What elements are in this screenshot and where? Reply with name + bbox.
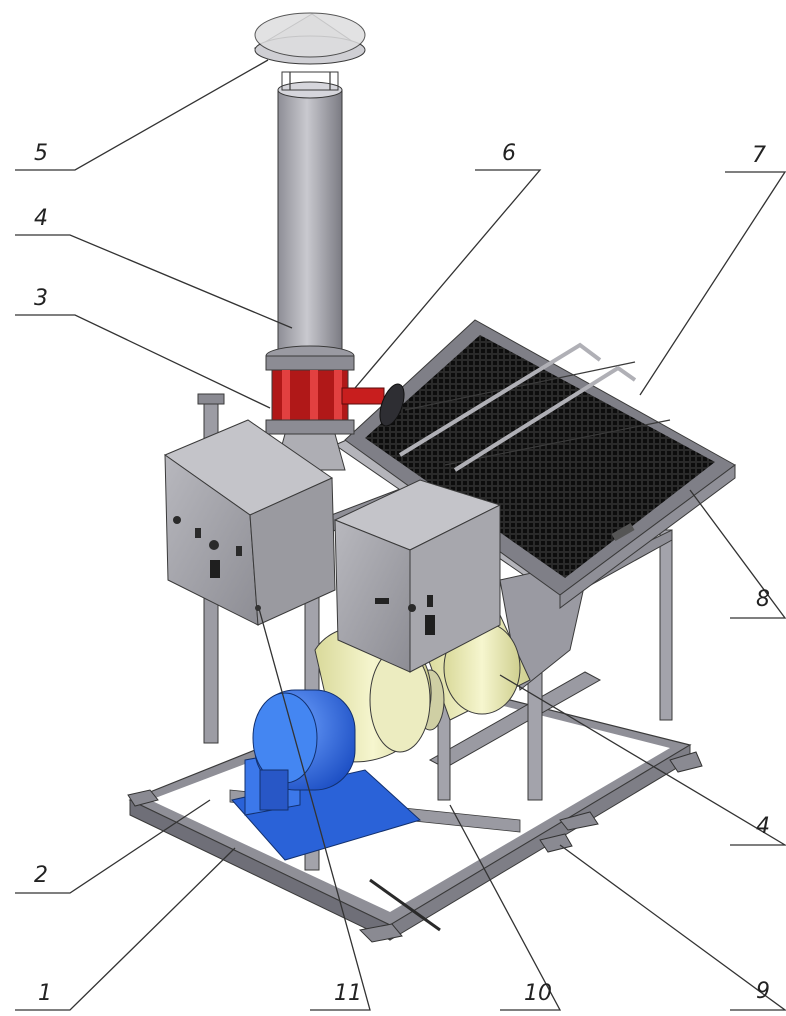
drive-rod — [369, 878, 441, 932]
callout-2: 2 — [34, 863, 48, 888]
callout-7: 7 — [752, 143, 766, 168]
callout-9: 9 — [756, 979, 770, 1004]
damper-section — [265, 345, 355, 471]
control-panel-left — [163, 419, 336, 626]
electric-motor — [231, 689, 421, 861]
callout-4-bottom: 4 — [756, 814, 770, 839]
chimney — [253, 12, 366, 371]
callout-5: 5 — [34, 141, 48, 166]
callout-3: 3 — [34, 286, 48, 311]
callout-10: 10 — [524, 981, 552, 1006]
callout-6: 6 — [502, 141, 516, 166]
callout-8: 8 — [756, 587, 770, 612]
callout-labels: 5 6 7 4 3 8 4 2 9 1 11 10 — [34, 141, 770, 1006]
callout-11: 11 — [334, 981, 362, 1006]
callout-1: 1 — [38, 981, 52, 1006]
damper-handle — [341, 383, 405, 427]
control-panel-right — [333, 479, 502, 673]
callout-4-top: 4 — [34, 206, 48, 231]
leader-lines — [15, 59, 786, 1011]
